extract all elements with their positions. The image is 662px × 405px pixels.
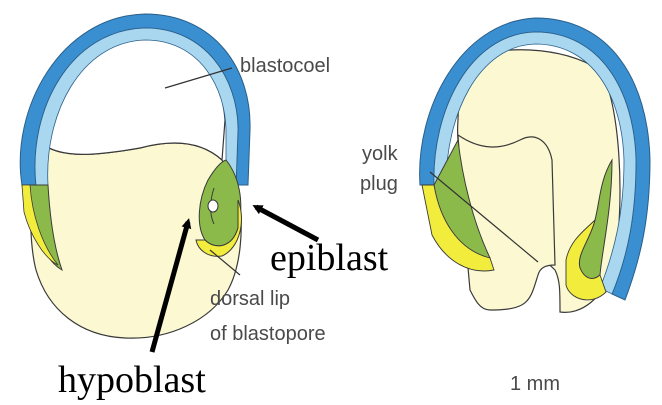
label-hypoblast: hypoblast	[58, 359, 206, 401]
label-blastocoel: blastocoel	[240, 55, 330, 77]
right-embryo	[420, 18, 650, 312]
label-dorsal-lip-1: dorsal lip	[210, 288, 290, 310]
label-dorsal-lip-2: of blastopore	[210, 323, 326, 345]
left-blastopore-opening	[208, 200, 218, 212]
epiblast-arrow	[256, 207, 318, 240]
label-epiblast: epiblast	[270, 237, 389, 279]
label-yolk: yolk	[362, 143, 399, 165]
label-plug: plug	[360, 173, 398, 195]
label-scale: 1 mm	[510, 373, 560, 395]
